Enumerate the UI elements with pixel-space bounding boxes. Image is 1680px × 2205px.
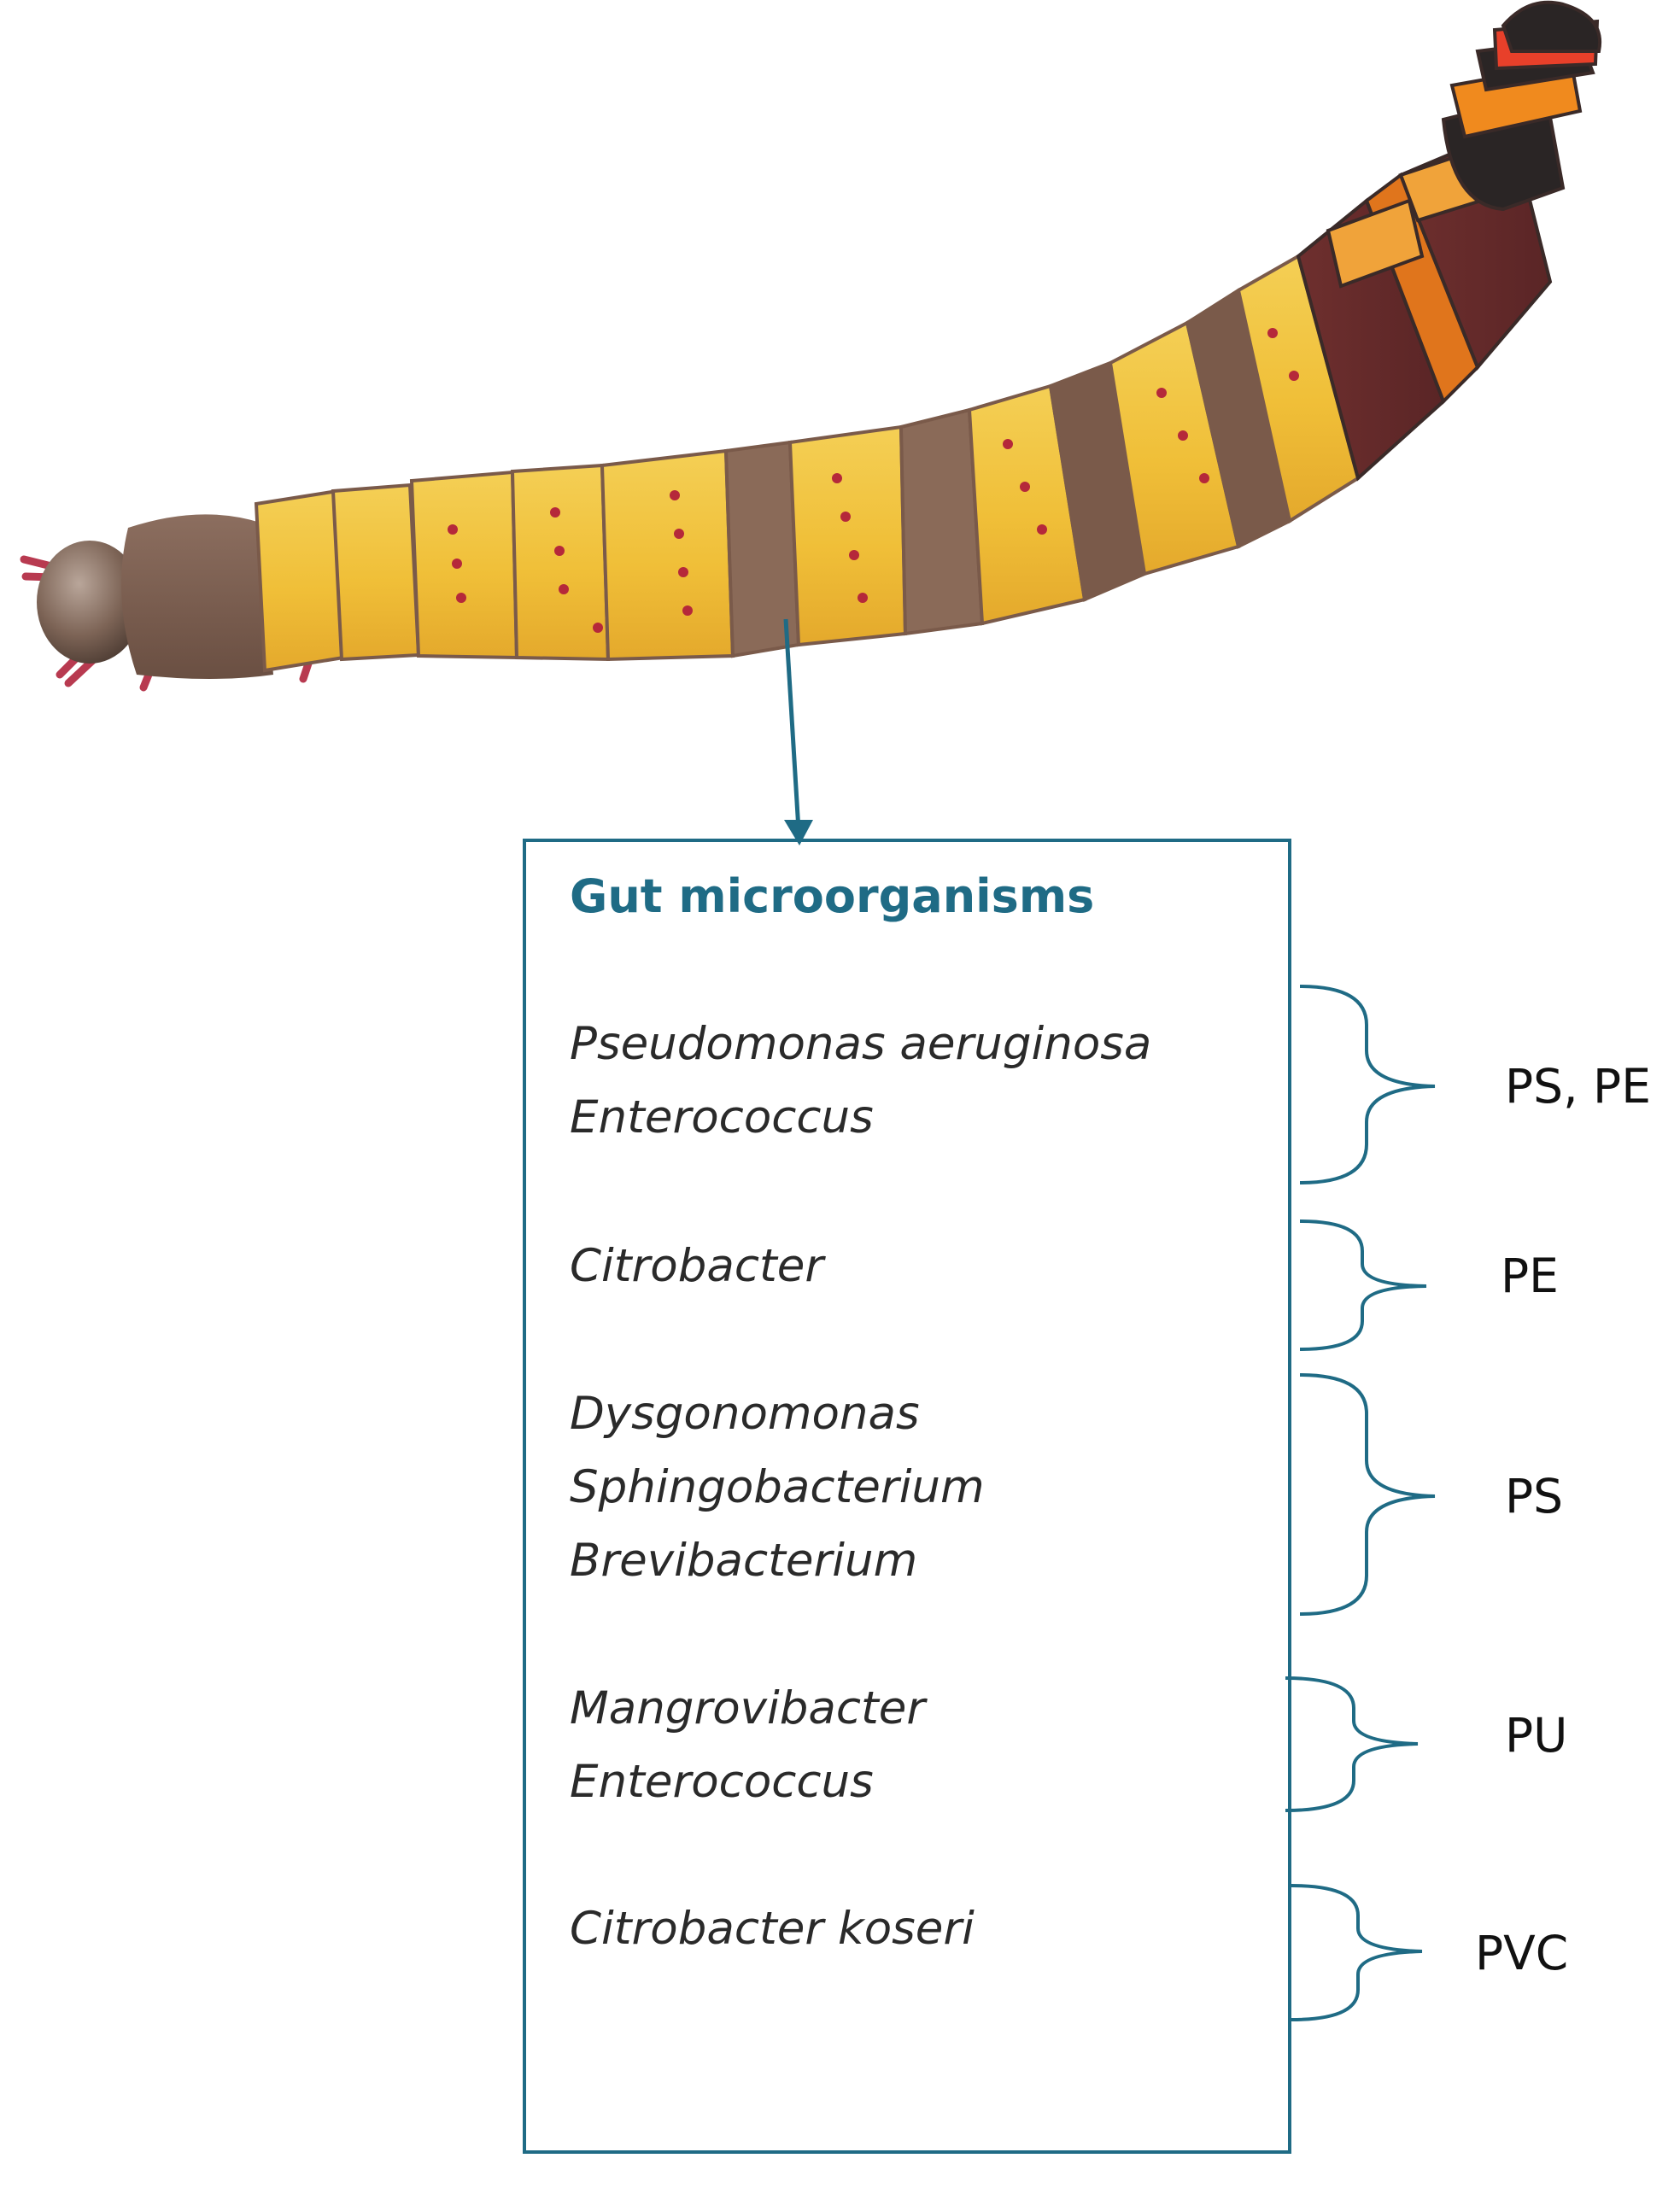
- microorganism-box: [523, 839, 1291, 2154]
- species-label: Mangrovibacter: [570, 1682, 926, 1734]
- plastic-label: PS, PE: [1505, 1059, 1651, 1114]
- species-label: Brevibacterium: [570, 1535, 918, 1587]
- brace-icon: [1299, 1219, 1427, 1351]
- species-label: Citrobacter koseri: [570, 1903, 975, 1955]
- brace-icon: [1291, 1884, 1423, 2021]
- larva-segments-dark: [1296, 0, 1602, 482]
- species-label: Sphingobacterium: [570, 1461, 985, 1513]
- larva-segment-brown-1: [121, 514, 273, 679]
- larva-head: [37, 541, 143, 664]
- plastic-label: PE: [1501, 1249, 1559, 1303]
- plastic-label: PU: [1505, 1708, 1568, 1763]
- box-title: Gut microorganisms: [570, 869, 1095, 923]
- species-label: Dysgonomonas: [570, 1388, 920, 1440]
- larva-spots: [448, 328, 1299, 633]
- species-label: Enterococcus: [570, 1756, 874, 1808]
- arrowhead-icon: [784, 820, 813, 845]
- species-label: Citrobacter: [570, 1240, 824, 1292]
- brace-icon: [1285, 1676, 1419, 1812]
- brace-icon: [1299, 1373, 1436, 1616]
- plastic-label: PS: [1505, 1469, 1564, 1524]
- plastic-label: PVC: [1475, 1926, 1569, 1980]
- larva-segments-yellow: [254, 253, 1361, 673]
- brace-icon: [1299, 985, 1436, 1184]
- species-label: Enterococcus: [570, 1091, 874, 1143]
- species-label: Pseudomonas aeruginosa: [570, 1018, 1152, 1070]
